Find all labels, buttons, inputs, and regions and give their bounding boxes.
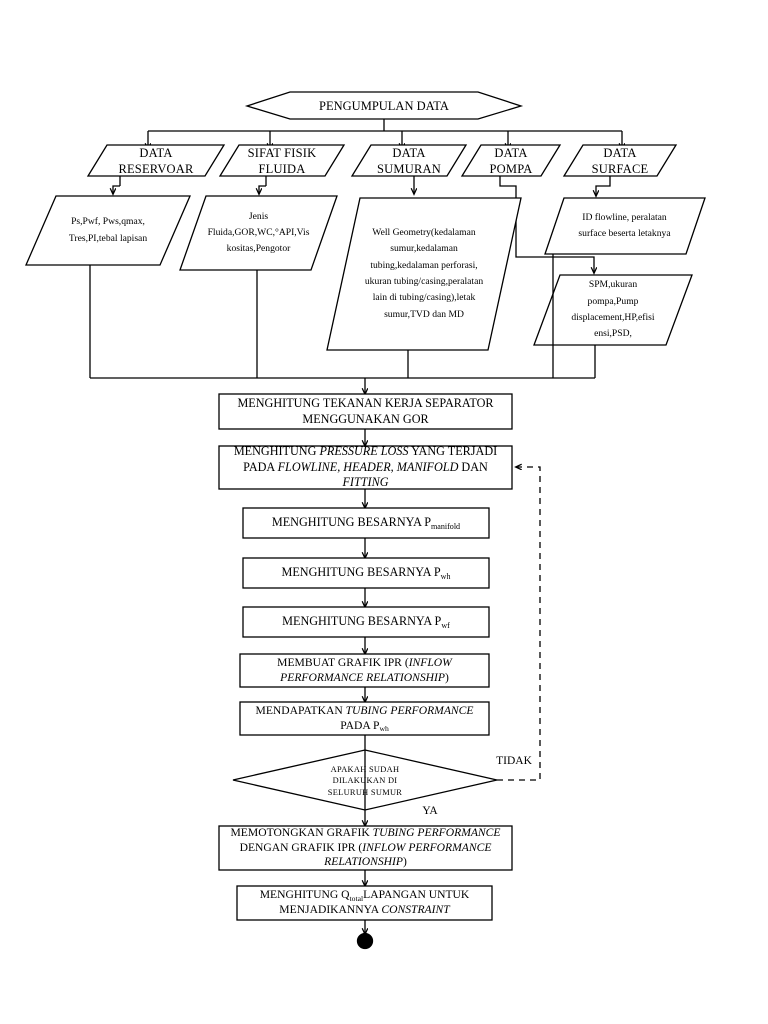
category-fluida-line1: SIFAT FISIK bbox=[247, 145, 317, 160]
detail-sumuran-line4: ukuran tubing/casing,peralatan bbox=[364, 276, 484, 287]
decision-seluruh-sumur[interactable]: APAKAH SUDAH DILAKUKAN DI SELURUH SUMUR bbox=[297, 762, 433, 800]
step-p-wh[interactable]: MENGHITUNG BESARNYA Pwh bbox=[243, 558, 489, 588]
end-terminator bbox=[353, 929, 377, 953]
detail-sumuran-line2: sumur,kedalaman bbox=[390, 243, 458, 255]
decision-line3: SELURUH SUMUR bbox=[327, 787, 403, 797]
detail-pompa-line3: displacement,HP,efisi bbox=[571, 312, 655, 323]
detail-sumuran[interactable]: Well Geometry(kedalaman sumur,kedalaman … bbox=[333, 198, 515, 350]
step-separator[interactable]: MENGHITUNG TEKANAN KERJA SEPARATOR MENGG… bbox=[219, 394, 512, 429]
branch-label-tidak: TIDAK bbox=[496, 754, 532, 767]
detail-pompa-line2: pompa,Pump bbox=[587, 295, 639, 307]
detail-pompa[interactable]: SPM,ukuran pompa,Pump displacement,HP,ef… bbox=[541, 275, 685, 345]
detail-surface-line1: ID flowline, peralatan bbox=[582, 211, 667, 223]
category-fluida-line2: FLUIDA bbox=[258, 161, 306, 176]
category-pompa-line1: DATA bbox=[494, 145, 528, 160]
step-p-manifold-text: MENGHITUNG BESARNYA Pmanifold bbox=[271, 515, 461, 531]
detail-sumuran-line1: Well Geometry(kedalaman bbox=[372, 227, 476, 239]
detail-surface[interactable]: ID flowline, peralatan surface beserta l… bbox=[550, 198, 699, 254]
category-reservoar[interactable]: DATA RESERVOAR bbox=[88, 145, 224, 176]
detail-fluida-line1: Jenis bbox=[248, 210, 269, 222]
detail-fluida[interactable]: Jenis Fluida,GOR,WC,°API,Vis kositas,Pen… bbox=[186, 196, 331, 270]
category-surface-line1: DATA bbox=[603, 145, 637, 160]
category-pompa-line2: POMPA bbox=[489, 161, 533, 176]
detail-pompa-line4: ensi,PSD, bbox=[594, 328, 632, 340]
detail-pompa-line1: SPM,ukuran bbox=[588, 279, 638, 291]
step-p-wh-text: MENGHITUNG BESARNYA Pwh bbox=[281, 565, 451, 581]
category-sumuran-line2: SUMURAN bbox=[377, 161, 441, 176]
category-reservoar-line1: DATA bbox=[139, 145, 173, 160]
detail-surface-line2: surface beserta letaknya bbox=[578, 228, 671, 239]
detail-reservoar-line2: Tres,PI,tebal lapisan bbox=[68, 232, 148, 244]
category-sumuran[interactable]: DATA SUMURAN bbox=[352, 145, 466, 176]
step-p-wf[interactable]: MENGHITUNG BESARNYA Pwf bbox=[243, 607, 489, 637]
detail-sumuran-line6: sumur,TVD dan MD bbox=[384, 308, 464, 320]
decision-line1: APAKAH SUDAH bbox=[330, 765, 400, 775]
detail-fluida-line2: Fluida,GOR,WC,°API,Vis bbox=[207, 226, 310, 238]
detail-reservoar[interactable]: Ps,Pwf, Pws,qmax, Tres,PI,tebal lapisan bbox=[34, 196, 182, 265]
branch-label-ya: YA bbox=[422, 804, 438, 817]
start-node[interactable]: PENGUMPULAN DATA bbox=[247, 92, 521, 119]
detail-fluida-line3: kositas,Pengotor bbox=[226, 243, 291, 255]
detail-sumuran-line3: tubing,kedalaman perforasi, bbox=[370, 259, 478, 271]
decision-line2: DILAKUKAN DI bbox=[332, 776, 398, 786]
category-reservoar-line2: RESERVOAR bbox=[118, 161, 194, 176]
category-surface[interactable]: DATA SURFACE bbox=[564, 145, 676, 176]
detail-reservoar-line1: Ps,Pwf, Pws,qmax, bbox=[71, 216, 145, 228]
step-separator-line2: MENGGUNAKAN GOR bbox=[302, 411, 429, 426]
start-label: PENGUMPULAN DATA bbox=[319, 98, 449, 113]
step-p-manifold[interactable]: MENGHITUNG BESARNYA Pmanifold bbox=[243, 508, 489, 538]
detail-sumuran-line5: lain di tubing/casing),letak bbox=[372, 292, 476, 304]
category-sumuran-line1: DATA bbox=[392, 145, 426, 160]
step-p-wf-text: MENGHITUNG BESARNYA Pwf bbox=[282, 614, 450, 630]
category-surface-line2: SURFACE bbox=[591, 161, 649, 176]
step-separator-line1: MENGHITUNG TEKANAN KERJA SEPARATOR bbox=[237, 395, 494, 410]
category-pompa[interactable]: DATA POMPA bbox=[462, 145, 560, 176]
category-sifat-fisik-fluida[interactable]: SIFAT FISIK FLUIDA bbox=[220, 145, 344, 176]
